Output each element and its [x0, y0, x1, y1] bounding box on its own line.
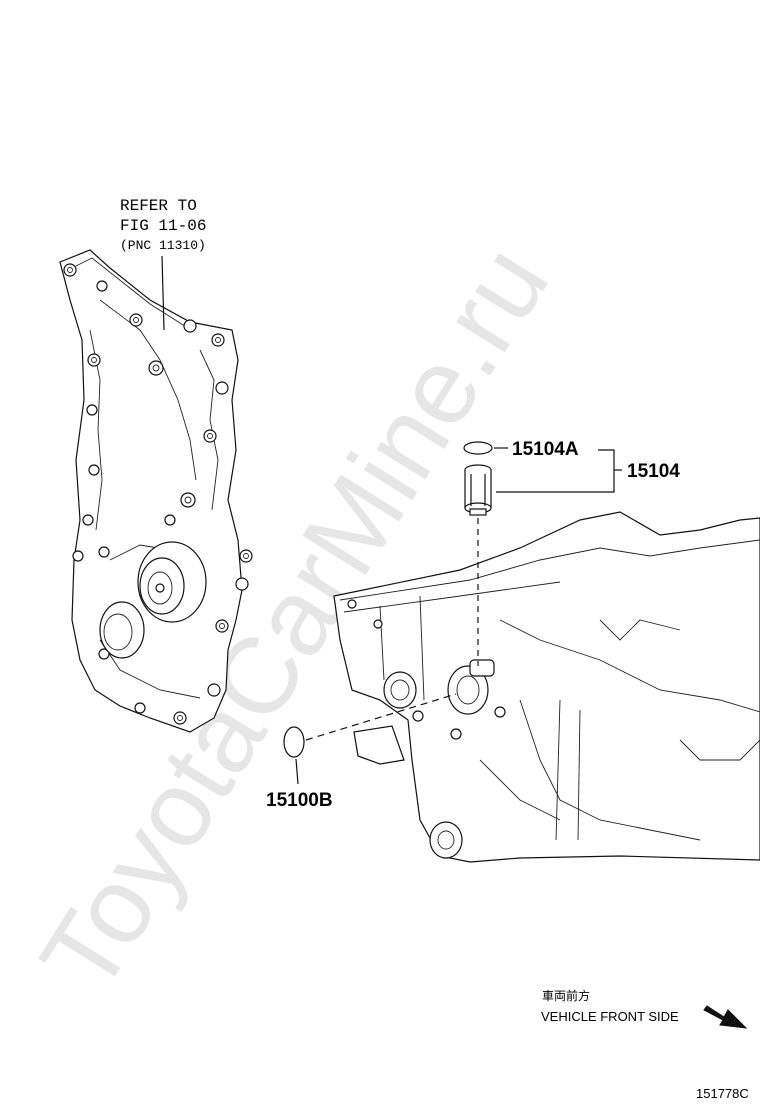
refer-leader-line: [161, 255, 165, 331]
direction-arrow-icon: [703, 1005, 748, 1029]
part-label-15100B: 15100B: [266, 790, 333, 811]
refer-note: REFER TO FIG 11-06 (PNC 11310): [120, 197, 206, 331]
o-ring-15100B: 15100B: [266, 693, 457, 811]
refer-note-line2: FIG 11-06: [120, 217, 206, 235]
direction-label-jp: 車両前方: [542, 988, 590, 1003]
refer-note-line1: REFER TO: [120, 197, 197, 215]
timing-chain-cover: [59, 249, 253, 733]
vehicle-front-indicator: 車両前方 VEHICLE FRONT SIDE: [541, 988, 748, 1029]
direction-label-en: VEHICLE FRONT SIDE: [541, 1009, 679, 1024]
part-label-15104A: 15104A: [512, 439, 579, 460]
oil-pan-assembly: [333, 511, 760, 863]
refer-note-line3: (PNC 11310): [120, 238, 206, 253]
o-ring-15104A: 15104A: [463, 439, 579, 460]
leader-15100B: [295, 758, 299, 785]
install-line-oring: [305, 693, 457, 741]
bracket-15104: 15104: [496, 449, 680, 493]
part-label-15104: 15104: [627, 461, 680, 482]
oil-filter-element-15104: [464, 464, 492, 516]
figure-code: 151778C: [696, 1086, 749, 1101]
